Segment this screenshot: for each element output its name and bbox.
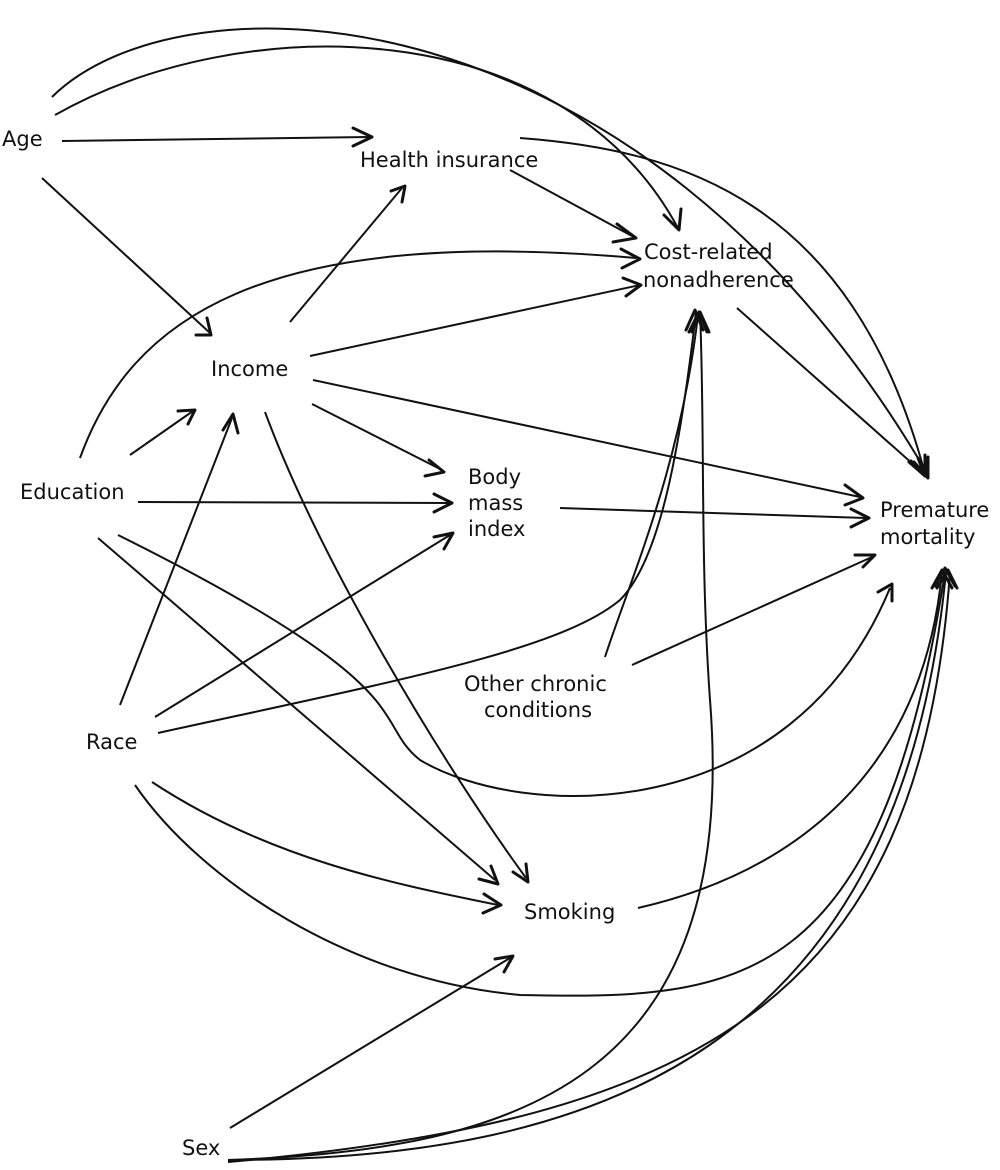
arrowhead-income-from-race bbox=[221, 412, 240, 435]
node-sex: Sex bbox=[182, 1136, 220, 1160]
edge-health-insurance-premature bbox=[519, 137, 925, 471]
arrowhead-premature-from-sex bbox=[935, 568, 959, 590]
node-other-chronic-line1: Other chronic bbox=[464, 672, 607, 696]
node-cost-related-nonadherence-line1: Cost-related bbox=[644, 240, 773, 264]
node-labels: Age Health insurance Cost-related nonadh… bbox=[2, 127, 989, 1160]
edge-sex-cost-related bbox=[227, 311, 714, 1161]
edge-education-smoking bbox=[97, 537, 496, 881]
edge-race-smoking bbox=[151, 781, 499, 906]
arrowhead-premature-from-cost-related bbox=[907, 456, 927, 478]
node-bmi-line2: mass bbox=[468, 491, 523, 515]
edges bbox=[41, 27, 951, 1163]
edge-age-income bbox=[41, 177, 211, 334]
node-education: Education bbox=[20, 480, 125, 504]
arrowhead-premature-from-other-chronic bbox=[853, 553, 877, 569]
arrowhead-premature-from-bmi bbox=[849, 507, 871, 529]
node-premature-mortality-line1: Premature bbox=[880, 498, 989, 522]
node-bmi-line3: index bbox=[468, 517, 525, 541]
edge-cost-related-premature bbox=[736, 307, 924, 474]
arrowhead-bmi-from-education bbox=[432, 492, 454, 514]
edge-education-income bbox=[129, 410, 194, 456]
arrowhead-health-insurance-from-income bbox=[389, 184, 407, 204]
node-income: Income bbox=[211, 357, 288, 381]
arrowhead-smoking-from-income bbox=[511, 862, 530, 884]
edge-sex-premature-2 bbox=[227, 571, 951, 1163]
node-health-insurance: Health insurance bbox=[360, 148, 538, 172]
node-bmi-line1: Body bbox=[468, 465, 521, 489]
arrowhead-cost-related-from-age bbox=[662, 207, 683, 232]
edge-sex-premature-1 bbox=[227, 571, 947, 1161]
edge-race-income bbox=[119, 417, 233, 706]
edge-health-insurance-cost-related bbox=[509, 169, 633, 237]
arrowhead-health-insurance-from-age bbox=[351, 126, 374, 148]
node-premature-mortality-line2: mortality bbox=[880, 525, 975, 549]
arrowhead-income-from-age bbox=[194, 316, 213, 337]
arrowhead-cost-related-from-education bbox=[619, 247, 642, 270]
edge-race-premature bbox=[134, 571, 946, 997]
arrowhead-smoking-from-race bbox=[481, 892, 503, 915]
edge-bmi-premature bbox=[559, 507, 867, 519]
edge-income-smoking bbox=[264, 411, 527, 879]
arrowhead-cost-related-from-sex bbox=[690, 310, 711, 334]
edge-age-cost-related bbox=[54, 45, 679, 229]
arrowhead-premature-from-income bbox=[843, 483, 865, 507]
edge-race-cost-related bbox=[157, 311, 697, 734]
edge-other-chronic-cost-related bbox=[604, 314, 699, 658]
node-smoking: Smoking bbox=[524, 900, 615, 924]
node-other-chronic-line2: conditions bbox=[484, 698, 592, 722]
arrowhead-smoking-from-sex bbox=[493, 954, 515, 974]
edge-education-bmi bbox=[137, 501, 451, 504]
arrowhead-cost-related-from-income bbox=[621, 276, 643, 298]
arrowheads bbox=[176, 126, 959, 974]
arrowhead-cost-related-from-race bbox=[684, 308, 705, 332]
edge-education-premature bbox=[117, 534, 891, 797]
edge-income-premature bbox=[312, 379, 861, 498]
arrowhead-smoking-from-education bbox=[477, 864, 500, 886]
edge-race-bmi bbox=[154, 534, 451, 718]
edge-sex-smoking bbox=[229, 957, 511, 1129]
arrowhead-bmi-from-race bbox=[432, 531, 455, 551]
edge-education-cost-related bbox=[79, 250, 637, 459]
edge-income-health-insurance bbox=[289, 187, 403, 323]
arrowhead-premature-from-education bbox=[876, 582, 894, 603]
node-race: Race bbox=[86, 730, 137, 754]
edge-age-health-insurance bbox=[61, 136, 371, 142]
node-cost-related-nonadherence-line2: nonadherence bbox=[643, 268, 794, 292]
edge-age-premature-mortality bbox=[51, 27, 929, 476]
edge-smoking-premature bbox=[637, 571, 943, 909]
arrowhead-cost-related-from-health-insurance bbox=[611, 222, 638, 244]
node-age: Age bbox=[2, 127, 43, 151]
edge-income-bmi bbox=[311, 403, 443, 471]
arrowhead-bmi-from-income bbox=[423, 458, 446, 478]
edge-income-cost-related bbox=[309, 284, 641, 357]
arrowhead-premature-from-smoking bbox=[930, 568, 954, 590]
edge-other-chronic-premature bbox=[631, 556, 873, 666]
arrowhead-income-from-education bbox=[176, 408, 197, 426]
